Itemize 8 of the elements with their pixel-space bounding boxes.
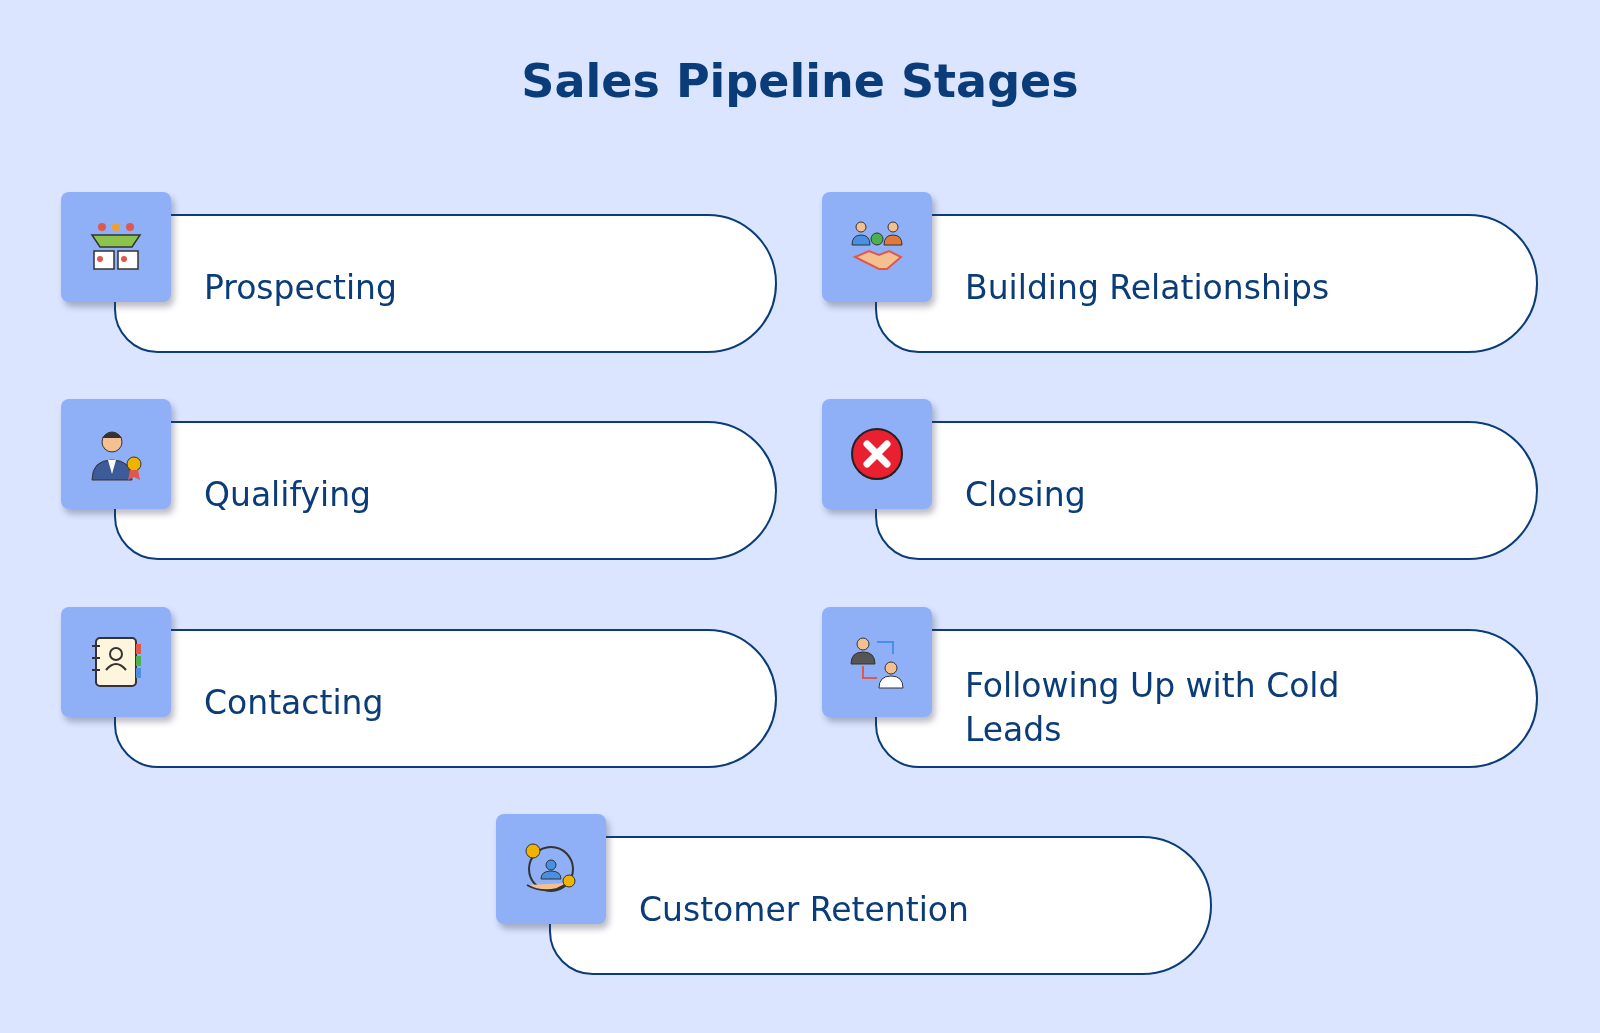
stage-label: Following Up with Cold Leads [965, 664, 1341, 751]
stage-label: Customer Retention [639, 888, 970, 931]
stage-label: Contacting [204, 681, 385, 724]
stage-label: Qualifying [204, 473, 373, 516]
stage-label: Prospecting [204, 266, 398, 309]
title: Sales Pipeline Stages [520, 54, 1080, 108]
stage-label: Closing [965, 473, 1087, 516]
stage-label: Building Relationships [965, 266, 1331, 309]
